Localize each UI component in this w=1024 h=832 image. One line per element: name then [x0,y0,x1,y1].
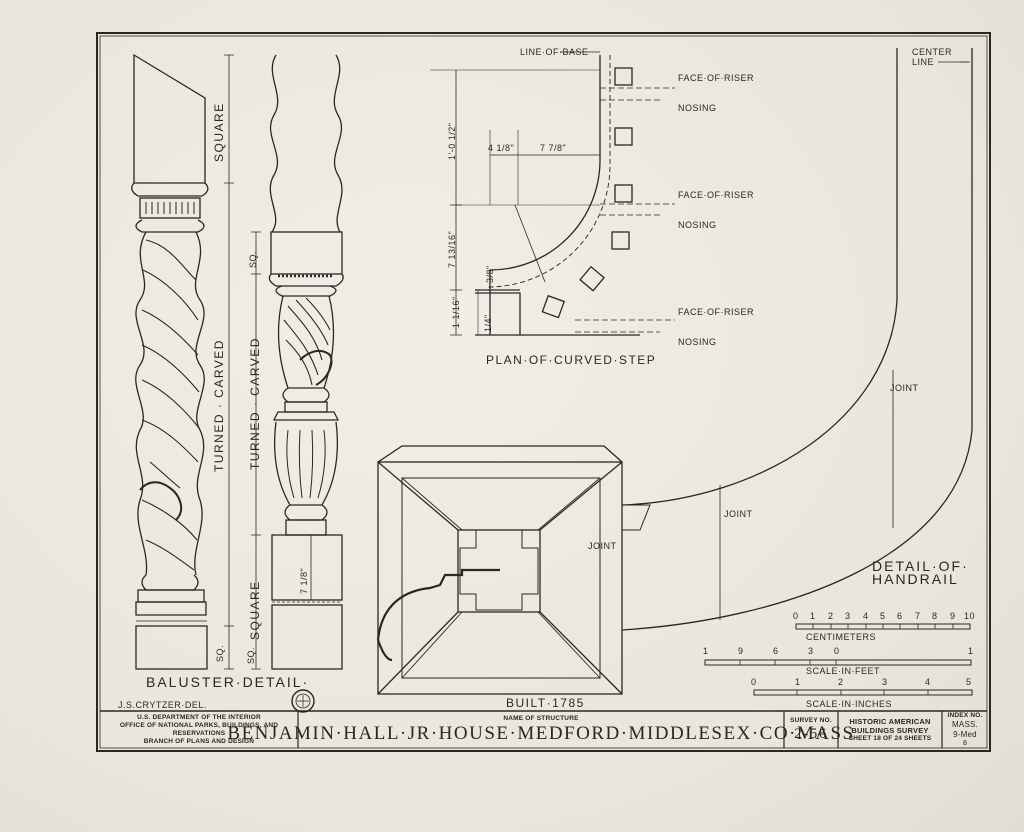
dim-4-1-8: 4 1/8" [488,143,515,153]
nosing-2: NOSING [678,220,717,230]
nosing-1: NOSING [678,103,717,113]
newel-joint: JOINT [588,541,617,551]
structure-name: BENJAMIN·HALL·JR·HOUSE·MEDFORD·MIDDLESEX… [227,723,855,745]
dim-1-4: 1/4" [483,314,493,332]
handrail-joint-2: JOINT [724,509,753,519]
center-line-label-2: LINE [912,57,935,67]
line-of-base-label: LINE·OF·BASE [520,47,589,57]
dim-turned-carved-a: TURNED · CARVED [212,339,226,472]
dim-1-0-1-2: 1'-0 1/2" [447,122,457,160]
curved-step-plan [430,51,675,336]
feet-scale-label: SCALE·IN·FEET [806,666,881,676]
handrail-joint-1: JOINT [890,383,919,393]
sheet-border [96,32,991,752]
dim-turned-carved-b: TURNED · CARVED [248,337,262,470]
index-line-1: MASS. [952,719,978,729]
face-of-riser-3: FACE·OF·RISER [678,307,755,317]
habs-line-2: BUILDINGS SURVEY [851,725,929,735]
survey-caption: SURVEY NO. [790,717,832,725]
index-cell: INDEX NO. MASS. 9-Med 8 [942,711,988,749]
delineator: J.S.CRYTZER·DEL. [118,700,207,710]
sheet-number: SHEET 18 OF 24 SHEETS [848,735,932,743]
dim-7-7-8: 7 7/8" [540,143,567,153]
agency-line-1: U.S. DEPARTMENT OF THE INTERIOR [137,713,261,721]
survey-cell: SURVEY NO. 2-56 [784,711,838,749]
baluster-detail-title: BALUSTER·DETAIL· [146,674,310,690]
index-line-3: 8 [962,739,968,747]
handrail-title-2: HANDRAIL [872,571,959,587]
survey-number: 2-56 [794,725,828,742]
habs-line-1: HISTORIC AMERICAN [849,716,931,726]
face-of-riser-1: FACE·OF·RISER [678,73,755,83]
title-block-lines [297,711,943,748]
dim-1-1-16: 1 1/16" [451,296,461,328]
agency-line-3: BRANCH OF PLANS AND DESIGN [143,738,255,746]
dim-sq-b-bottom: SQ. [246,646,256,664]
name-of-structure-caption: NAME OF STRUCTURE [503,714,579,722]
dim-7-1-8: 7 1/8" [299,567,309,594]
habs-cell: HISTORIC AMERICAN BUILDINGS SURVEY SHEET… [838,711,942,749]
newel-cap-section [376,445,651,695]
baluster-a [131,53,234,670]
handrail-detail [621,48,973,631]
plan-curved-step-title: PLAN·OF·CURVED·STEP [486,353,657,367]
baluster-b [251,54,344,670]
agency-cell: U.S. DEPARTMENT OF THE INTERIOR OFFICE O… [100,711,298,749]
dim-3-8: 3/8" [485,265,495,283]
built-date: BUILT·1785 [506,696,585,710]
dim-7-13-16: 7 13/16" [447,230,457,268]
habs-seal-icon [291,689,315,713]
scale-bars [704,623,973,696]
inch-scale-label: SCALE·IN·INCHES [806,699,893,709]
nosing-3: NOSING [678,337,717,347]
agency-line-2: OFFICE OF NATIONAL PARKS, BUILDINGS, AND… [119,721,279,737]
structure-cell: NAME OF STRUCTURE BENJAMIN·HALL·JR·HOUSE… [227,711,853,749]
dim-sq-a: SQ. [215,644,225,662]
dim-square-b: SQUARE [248,580,262,640]
index-line-2: 9-Med [953,729,977,739]
dim-square-a: SQUARE [212,102,226,162]
face-of-riser-2: FACE·OF·RISER [678,190,755,200]
cm-scale-label: CENTIMETERS [806,632,877,642]
center-line-label-1: CENTER [912,47,953,57]
title-block: U.S. DEPARTMENT OF THE INTERIOR OFFICE O… [100,711,988,749]
index-caption: INDEX NO. [947,711,983,719]
handrail-title-1: DETAIL·OF· [872,558,969,574]
dim-sq-b-top: SQ. [248,250,258,268]
